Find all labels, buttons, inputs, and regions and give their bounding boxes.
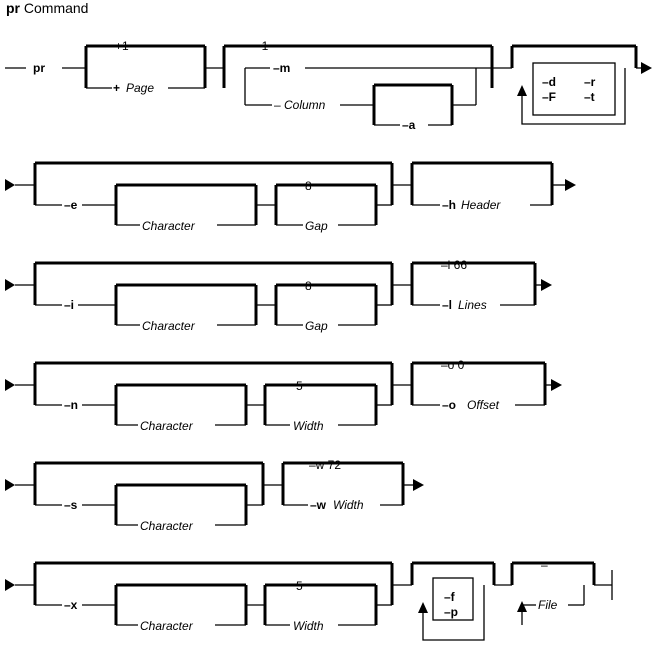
width-param: Width xyxy=(333,498,364,512)
row-3: –i Character 8 Gap –l 66 –l Lines xyxy=(5,258,552,333)
minus-sign: – xyxy=(274,98,281,112)
minus-r: –r xyxy=(584,75,596,89)
minus-F: –F xyxy=(542,90,556,104)
width-default: –w 72 xyxy=(309,458,341,472)
gap-param: Gap xyxy=(305,319,328,333)
minus-w: –w xyxy=(310,498,327,512)
character-param: Character xyxy=(140,519,194,533)
row-2: –e Character 8 Gap –h Header xyxy=(5,161,576,233)
row-5: –s Character –w 72 –w Width xyxy=(5,458,424,533)
file-param: File xyxy=(538,598,558,612)
row-1: pr +1 + Page –1 –m – Column –a xyxy=(5,39,652,132)
character-param: Character xyxy=(142,219,196,233)
plus-sign: + xyxy=(113,81,120,95)
offset-param: Offset xyxy=(467,398,500,412)
minus-e: –e xyxy=(64,198,78,212)
minus-o: –o xyxy=(442,398,456,412)
lines-default: –l 66 xyxy=(441,258,467,272)
minus-n: –n xyxy=(64,398,78,412)
gap-param: Gap xyxy=(305,219,328,233)
page-param: Page xyxy=(126,81,154,95)
character-param: Character xyxy=(140,419,194,433)
minus-s: –s xyxy=(64,498,78,512)
lines-param: Lines xyxy=(458,298,487,312)
row-6: –x Character 5 Width –f –p – File xyxy=(5,558,613,641)
minus-l: –l xyxy=(442,298,452,312)
minus-i: –i xyxy=(64,298,74,312)
minus-t: –t xyxy=(584,90,595,104)
character-param: Character xyxy=(142,319,196,333)
column-param: Column xyxy=(284,98,326,112)
gap-default: 8 xyxy=(305,179,312,193)
command-name: pr xyxy=(6,0,20,16)
minus-one: –1 xyxy=(255,39,269,53)
width-param: Width xyxy=(293,619,324,633)
row-4: –n Character 5 Width –o 0 –o Offset xyxy=(5,358,562,433)
character-param: Character xyxy=(140,619,194,633)
minus-f: –f xyxy=(444,590,456,604)
plus-one: +1 xyxy=(115,39,129,53)
width-default: 5 xyxy=(296,579,303,593)
minus-h: –h xyxy=(442,198,456,212)
pr-keyword: pr xyxy=(33,61,45,75)
gap-default: 8 xyxy=(305,279,312,293)
minus-d: –d xyxy=(542,75,556,89)
width-param: Width xyxy=(293,419,324,433)
minus-a: –a xyxy=(402,118,416,132)
minus-x: –x xyxy=(64,598,78,612)
width-default: 5 xyxy=(296,379,303,393)
minus-m: –m xyxy=(273,61,290,75)
header-param: Header xyxy=(461,198,501,212)
stdin-dash: – xyxy=(541,558,548,572)
offset-default: –o 0 xyxy=(441,358,465,372)
title-suffix: Command xyxy=(23,0,89,16)
minus-p: –p xyxy=(444,605,458,619)
diagram-title: pr Command xyxy=(6,0,88,16)
